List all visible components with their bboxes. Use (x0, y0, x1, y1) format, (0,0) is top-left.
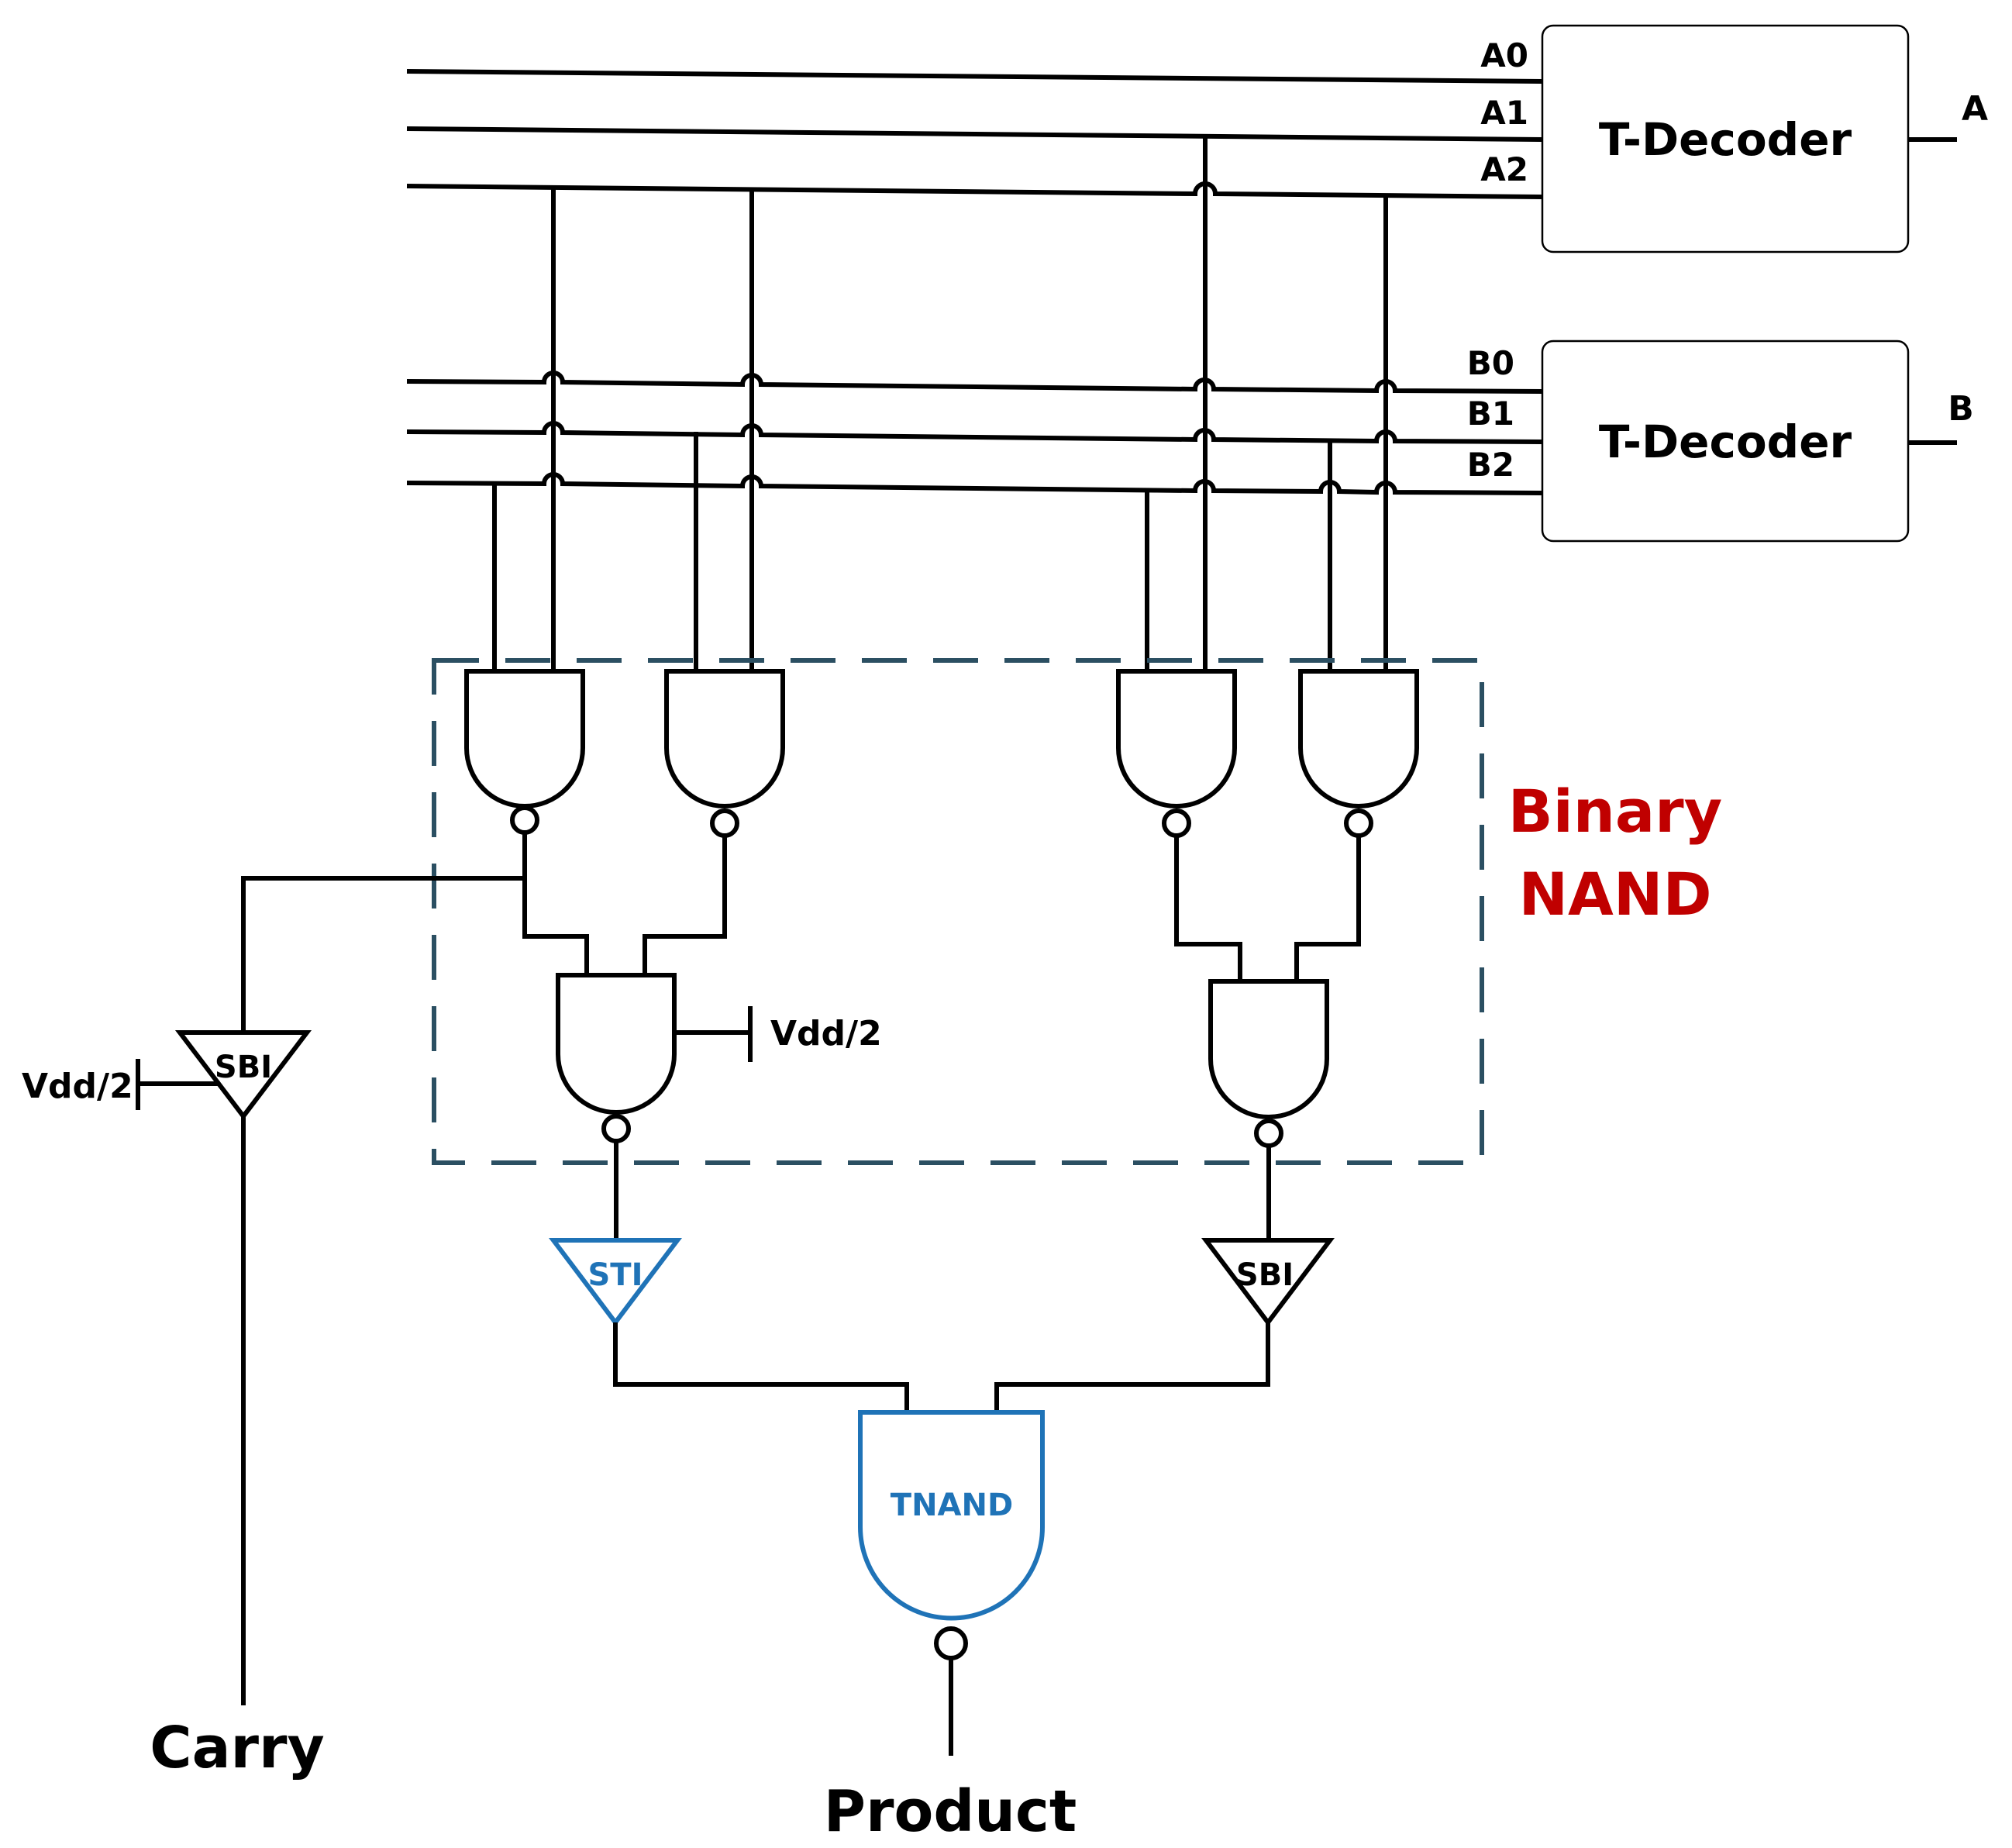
tnand-gate (858, 1410, 1045, 1756)
nand-gate-4-bubble (1344, 808, 1373, 838)
binary-nand-region (432, 658, 1484, 1165)
vertical-wires (492, 136, 1388, 671)
nand-gate-3 (1116, 669, 1237, 838)
bus-b (406, 371, 1543, 495)
tnand-bubble (934, 1626, 968, 1660)
nand-gates-bottom (556, 973, 1329, 1148)
nand-gate-4 (1298, 669, 1419, 838)
label-a0: A0 (1480, 36, 1528, 74)
sbi-right-buffer (1201, 1238, 1335, 1326)
tnand-label: TNAND (891, 1488, 1013, 1523)
wire-a0 (406, 69, 1543, 84)
label-a2: A2 (1480, 150, 1528, 188)
carry-output-label: Carry (150, 1715, 324, 1781)
wire-b2 (406, 472, 1543, 495)
sbi-right-label: SBI (1236, 1257, 1294, 1293)
nand-gates-top (464, 669, 1419, 838)
t-decoder-a-title: T-Decoder (1599, 113, 1852, 166)
t-decoder-a (1541, 24, 1957, 253)
binary-nand-label-line1: Binary (1508, 777, 1722, 846)
label-b2: B2 (1467, 446, 1514, 484)
product-output-label: Product (824, 1778, 1077, 1845)
vdd-label-right: Vdd/2 (770, 1014, 882, 1053)
carry-tap-wire (241, 876, 525, 1031)
sti-label: STI (588, 1257, 643, 1293)
nand-gate-5 (556, 973, 677, 1143)
t-decoder-b (1541, 340, 1957, 543)
wire-b1 (406, 421, 1543, 444)
decoder-b-output-label: B (1948, 389, 1974, 429)
sti-buffer (548, 1238, 683, 1326)
label-a1: A1 (1480, 94, 1528, 132)
nand-gate-1 (464, 669, 585, 835)
nand-gate-6-bubble (1254, 1119, 1283, 1148)
bus-a (406, 69, 1543, 199)
wire-b0 (406, 371, 1543, 394)
sbi-carry-label: SBI (215, 1050, 272, 1085)
nand-gate-3-bubble (1162, 808, 1191, 838)
nand-gate-6 (1208, 979, 1329, 1148)
sbi-carry-buffer (136, 1030, 312, 1705)
binary-nand-label-line2: NAND (1518, 860, 1711, 929)
decoder-a-output-label: A (1962, 89, 1988, 129)
nand-gate-2-bubble (710, 808, 739, 838)
t-decoder-b-title: T-Decoder (1599, 415, 1852, 468)
mid-wires (241, 833, 1361, 1031)
nand-gate-5-bubble (601, 1114, 631, 1143)
nand-gate-1-bubble (510, 805, 539, 835)
wire-a1 (406, 126, 1543, 142)
label-b0: B0 (1467, 344, 1514, 382)
vdd-tie-right (674, 1006, 753, 1062)
label-b1: B1 (1467, 395, 1514, 433)
nand-gate-2 (664, 669, 785, 838)
wire-a2 (406, 181, 1543, 199)
vdd-label-left: Vdd/2 (22, 1067, 133, 1106)
